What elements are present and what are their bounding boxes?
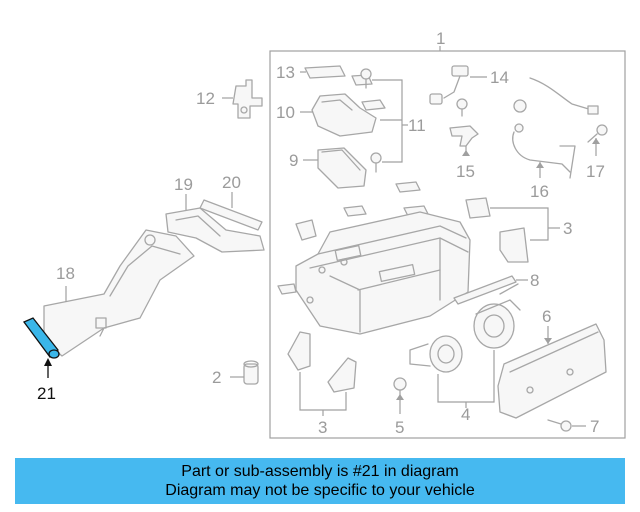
part-21-seal xyxy=(22,317,59,358)
part-3-bracket xyxy=(465,197,491,219)
pad xyxy=(277,283,297,295)
cover-piece xyxy=(295,219,317,241)
battery-assembly xyxy=(295,211,471,335)
part-8-strip xyxy=(453,275,517,305)
callout-12: 12 xyxy=(196,89,215,108)
cable xyxy=(513,77,599,115)
part-19-duct xyxy=(165,207,265,253)
part-4-unit xyxy=(409,335,463,373)
part-13-clip xyxy=(304,65,346,79)
callout-21: 21 xyxy=(37,384,56,403)
callout-1: 1 xyxy=(436,29,445,48)
part-12-bracket xyxy=(232,79,263,119)
part-16-hose xyxy=(512,123,576,179)
callout-11: 11 xyxy=(408,116,426,135)
callout-15: 15 xyxy=(456,162,475,181)
callout-16: 16 xyxy=(530,182,549,201)
part-2-grommet xyxy=(243,360,259,385)
callout-9: 9 xyxy=(289,151,298,170)
part-7-bolt xyxy=(547,419,572,432)
callout-8: 8 xyxy=(530,271,539,290)
callout-19: 19 xyxy=(174,175,193,194)
part-3-bracket xyxy=(287,331,311,371)
part-15-bracket xyxy=(449,125,479,147)
callout-14: 14 xyxy=(490,68,509,87)
parts-diagram: 1 2 3 3 4 5 6 7 8 9 10 11 12 13 14 15 16… xyxy=(22,29,626,439)
callout-6: 6 xyxy=(542,307,551,326)
callout-3: 3 xyxy=(563,219,572,238)
callout-3: 3 xyxy=(318,418,327,437)
callout-20: 20 xyxy=(222,173,241,192)
pad xyxy=(343,205,367,217)
callout-10: 10 xyxy=(276,103,295,122)
part-20-strip xyxy=(199,199,263,231)
assembly-frame xyxy=(269,50,626,439)
part-14-sensor xyxy=(429,65,469,117)
callout-4: 4 xyxy=(461,405,470,424)
part-9-module xyxy=(317,147,367,189)
callout-17: 17 xyxy=(586,162,605,181)
part-3-bracket xyxy=(499,227,529,263)
callout-13: 13 xyxy=(276,63,295,82)
callout-5: 5 xyxy=(395,418,404,437)
part-21-arrow xyxy=(44,358,52,366)
part-4-unit xyxy=(473,283,521,349)
callout-7: 7 xyxy=(590,417,599,436)
info-banner: Part or sub-assembly is #21 in diagram D… xyxy=(15,458,625,504)
part-6-shield xyxy=(497,323,607,419)
part-10-cover xyxy=(311,93,377,137)
part-17-bolt xyxy=(587,124,608,143)
pad xyxy=(395,181,421,193)
part-3-bracket xyxy=(327,357,357,393)
callout-2: 2 xyxy=(212,368,221,387)
banner-line-1: Part or sub-assembly is #21 in diagram xyxy=(181,463,459,480)
pad xyxy=(361,99,386,111)
callout-18: 18 xyxy=(56,264,75,283)
part-21-seal-end xyxy=(48,349,60,359)
part-11-bolts xyxy=(360,68,382,173)
banner-line-2: Diagram may not be specific to your vehi… xyxy=(165,482,475,499)
